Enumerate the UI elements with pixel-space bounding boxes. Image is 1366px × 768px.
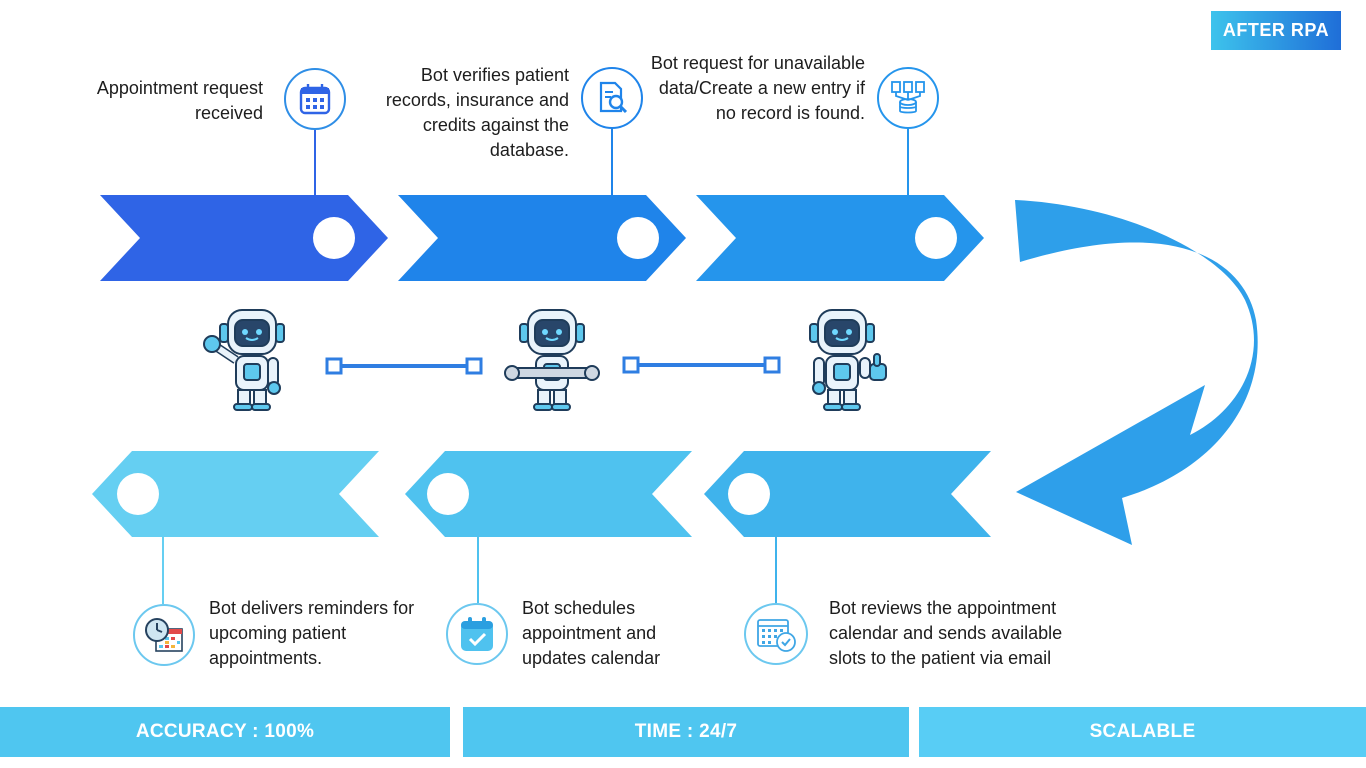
top-chevron-3-dot	[915, 217, 957, 259]
step-4-text: Bot reviews the appointment calendar and…	[829, 598, 1063, 668]
robot-thumbs-up-icon	[809, 309, 887, 411]
after-rpa-badge: AFTER RPA	[1211, 11, 1341, 50]
database-icon	[877, 67, 939, 129]
footer-scalable: SCALABLE	[919, 707, 1366, 757]
document-search-icon	[581, 67, 643, 129]
link-1-handle-b	[465, 357, 483, 375]
top-chevron-3	[696, 195, 984, 281]
step-3-text: Bot request for unavailable data/Create …	[650, 53, 865, 123]
bottom-chevron-2-dot	[427, 473, 469, 515]
bottom-chevron-1-dot	[117, 473, 159, 515]
step-5-text: Bot schedules appointment and updates ca…	[522, 598, 661, 668]
bottom-chevron-1	[92, 451, 379, 537]
clock-calendar-icon	[133, 604, 195, 666]
top-chevron-1	[100, 195, 388, 281]
bottom-chevron-3	[704, 451, 991, 537]
link-2-handle-a	[622, 356, 640, 374]
bottom-chevron-2	[405, 451, 692, 537]
curve-arrow	[1015, 200, 1258, 545]
top-chevron-2-dot	[617, 217, 659, 259]
step-2-text: Bot verifies patient records, insurance …	[385, 65, 569, 160]
calendar-icon	[284, 68, 346, 130]
calendar-schedule-icon	[744, 603, 808, 665]
bottom-chevron-3-dot	[728, 473, 770, 515]
calendar-check-icon	[446, 603, 508, 665]
footer-accuracy: ACCURACY : 100%	[0, 707, 450, 757]
robot-waving-icon	[203, 309, 285, 411]
link-1-handle-a	[325, 357, 343, 375]
footer-time: TIME : 24/7	[463, 707, 909, 757]
robot-wrench-icon	[504, 309, 600, 411]
top-chevron-2	[398, 195, 686, 281]
step-1-text: Appointment request received	[96, 78, 263, 123]
link-2-handle-b	[763, 356, 781, 374]
top-chevron-1-dot	[313, 217, 355, 259]
step-6-text: Bot delivers reminders for upcoming pati…	[209, 598, 415, 668]
